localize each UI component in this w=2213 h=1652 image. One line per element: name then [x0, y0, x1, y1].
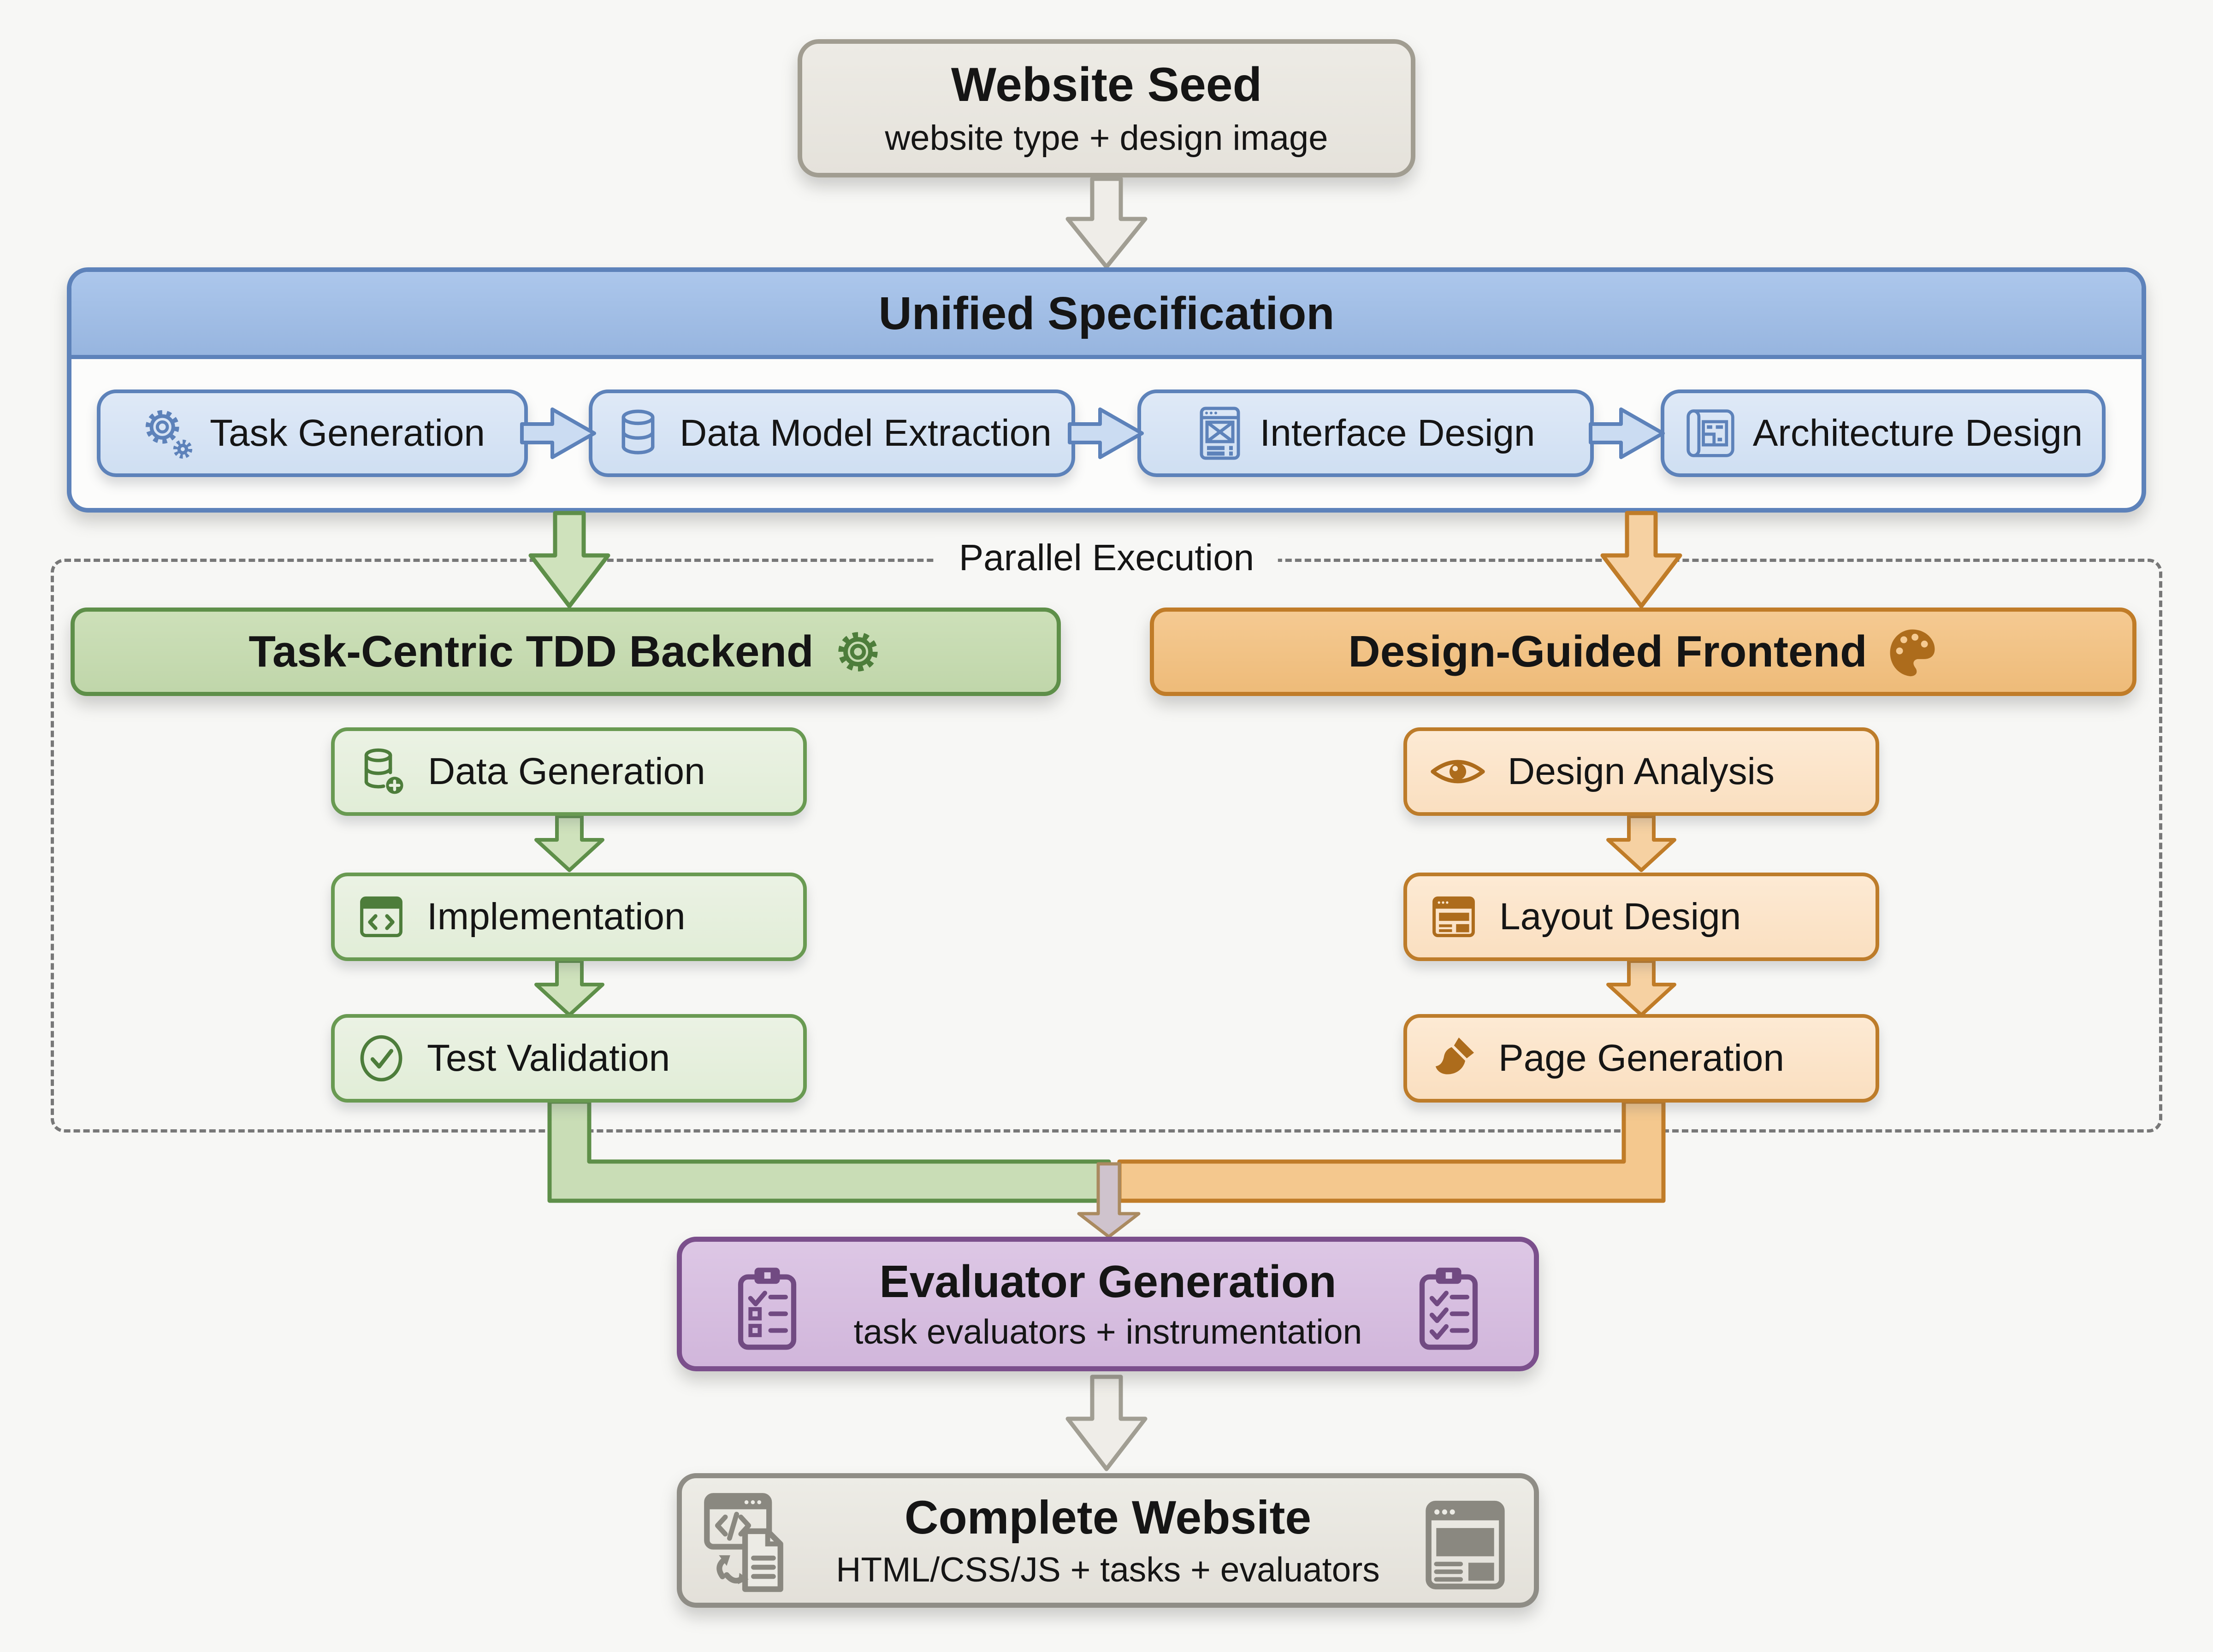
step-interface-design: Interface Design — [1137, 389, 1594, 477]
step-design-analysis: Design Analysis — [1403, 727, 1879, 816]
backend-branch-title: Task-Centric TDD Backend — [249, 626, 814, 676]
down-arrow-icon — [1065, 1375, 1148, 1471]
palette-icon — [1887, 627, 1938, 677]
step-page-generation: Page Generation — [1403, 1014, 1879, 1103]
step-data-generation: Data Generation — [331, 727, 807, 816]
complete-website-title: Complete Website — [904, 1491, 1312, 1544]
website-seed-subtitle: website type + design image — [885, 118, 1328, 158]
gear-outline-icon — [833, 627, 883, 677]
frontend-connector-path — [1117, 1099, 1666, 1203]
website-seed-box: Website Seed website type + design image — [798, 39, 1415, 177]
backend-connector-path — [547, 1099, 1111, 1203]
merge-connector — [547, 1099, 1666, 1239]
down-arrow-icon — [1606, 815, 1676, 872]
complete-website-subtitle: HTML/CSS/JS + tasks + evaluators — [836, 1550, 1380, 1589]
step-label: Interface Design — [1260, 412, 1535, 454]
gears-icon — [140, 406, 194, 460]
right-arrow-icon — [1068, 407, 1144, 459]
step-architecture-design: Architecture Design — [1661, 389, 2106, 477]
code-document-sync-icon — [701, 1490, 807, 1596]
layout-icon — [1429, 892, 1478, 941]
step-test-validation: Test Validation — [331, 1014, 807, 1103]
right-arrow-icon — [1589, 407, 1665, 459]
database-icon — [612, 406, 664, 460]
evaluator-generation-subtitle: task evaluators + instrumentation — [853, 1312, 1362, 1351]
unified-specification-header: Unified Specification — [71, 272, 2142, 359]
down-arrow-icon — [528, 511, 610, 608]
backend-branch-header: Task-Centric TDD Backend — [71, 608, 1061, 696]
database-plus-icon — [357, 746, 407, 797]
clipboard-checklist-icon — [1414, 1263, 1483, 1355]
down-arrow-icon — [534, 815, 604, 872]
step-data-model-extraction: Data Model Extraction — [589, 389, 1075, 477]
step-label: Architecture Design — [1752, 412, 2083, 454]
paintbrush-icon — [1429, 1034, 1477, 1082]
step-label: Design Analysis — [1508, 750, 1775, 792]
frontend-branch-title: Design-Guided Frontend — [1348, 626, 1867, 676]
step-label: Test Validation — [427, 1037, 670, 1079]
check-circle-icon — [357, 1032, 406, 1084]
browser-window-icon — [1423, 1499, 1507, 1592]
step-label: Implementation — [427, 896, 686, 938]
step-task-generation: Task Generation — [97, 389, 528, 477]
complete-website-box: Complete Website HTML/CSS/JS + tasks + e… — [677, 1473, 1539, 1608]
down-arrow-icon — [1065, 177, 1148, 269]
code-window-icon — [357, 892, 406, 941]
down-arrow-icon — [1606, 960, 1676, 1017]
clipboard-checklist-icon — [733, 1263, 802, 1355]
down-arrow-icon — [534, 960, 604, 1017]
step-label: Task Generation — [209, 412, 485, 454]
merged-arrow-icon — [1077, 1162, 1141, 1239]
step-layout-design: Layout Design — [1403, 873, 1879, 961]
frontend-branch-header: Design-Guided Frontend — [1150, 608, 2136, 696]
website-seed-title: Website Seed — [951, 58, 1262, 112]
blueprint-icon — [1684, 407, 1737, 460]
step-label: Layout Design — [1499, 896, 1741, 938]
step-implementation: Implementation — [331, 873, 807, 961]
step-label: Data Model Extraction — [680, 412, 1052, 454]
evaluator-generation-title: Evaluator Generation — [879, 1256, 1337, 1307]
step-label: Data Generation — [428, 750, 705, 792]
down-arrow-icon — [1600, 511, 1682, 608]
unified-specification-title: Unified Specification — [878, 287, 1335, 339]
interface-window-icon — [1196, 406, 1244, 461]
evaluator-generation-box: Evaluator Generation task evaluators + i… — [677, 1237, 1539, 1371]
eye-icon — [1429, 749, 1486, 794]
right-arrow-icon — [520, 407, 596, 459]
parallel-execution-label: Parallel Execution — [935, 537, 1278, 579]
step-label: Page Generation — [1498, 1037, 1785, 1079]
